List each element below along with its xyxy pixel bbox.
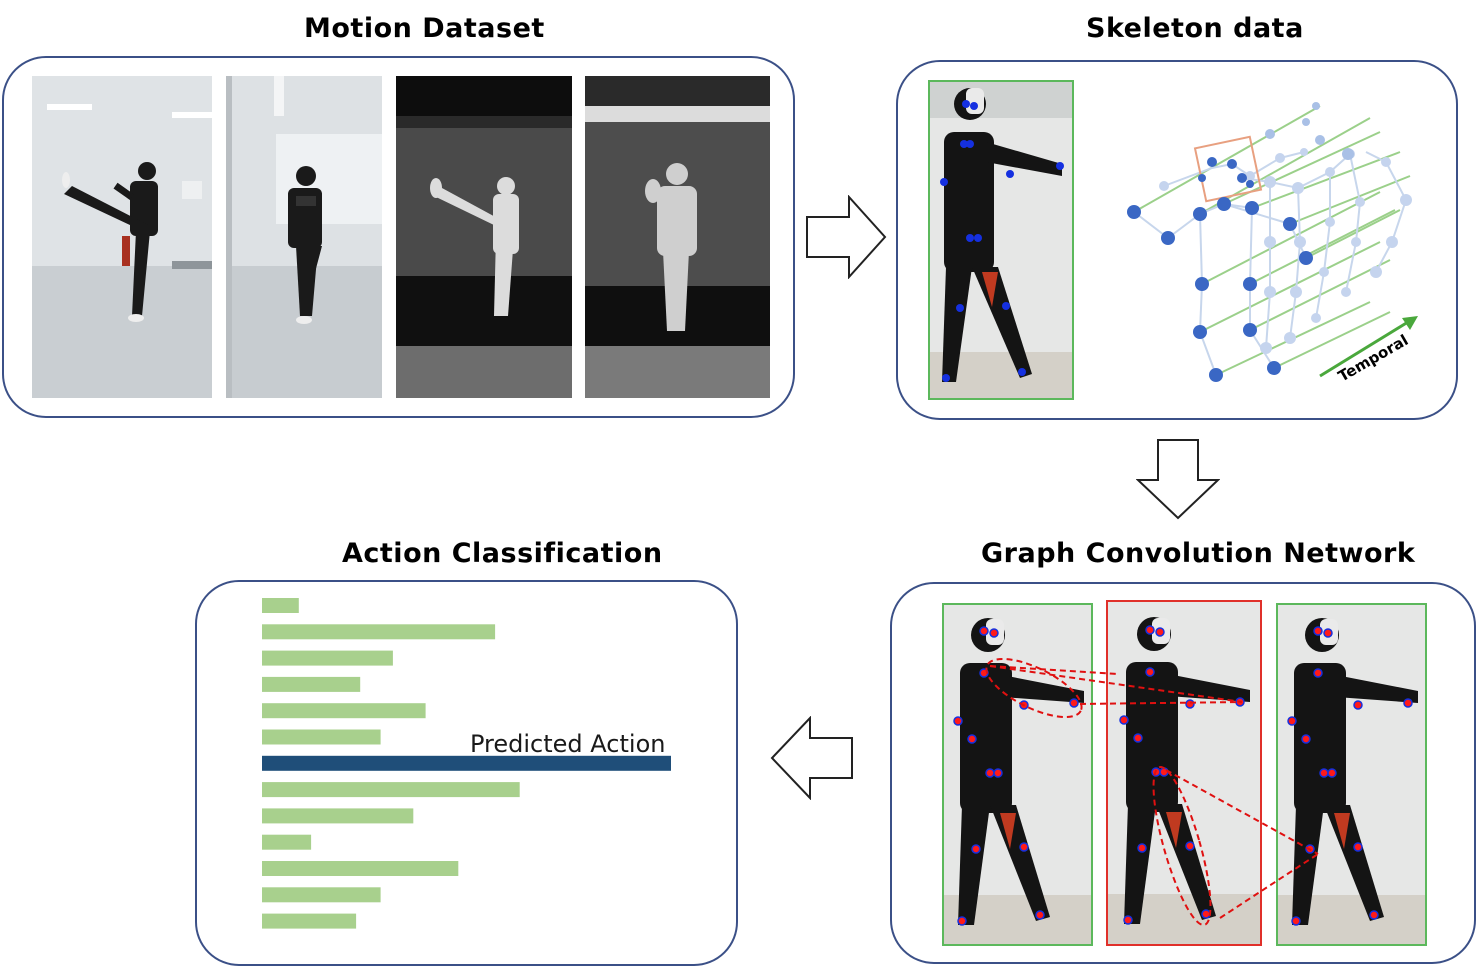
- rgb-frame-guard: [226, 76, 382, 398]
- arrow-down-icon: [1136, 439, 1220, 520]
- spatio-temporal-graph: Temporal: [1127, 102, 1418, 385]
- classification-bars: [262, 598, 671, 929]
- class-bar: [262, 624, 496, 640]
- class-bar: [262, 676, 361, 692]
- class-bar: [262, 703, 426, 719]
- rgb-frame-kick: [32, 76, 212, 398]
- motion-dataset-title: Motion Dataset: [304, 13, 545, 44]
- class-bar: [262, 782, 520, 798]
- action-classification-title: Action Classification: [342, 538, 663, 569]
- arrow-left-icon: [770, 716, 853, 800]
- gcn-frame-2: [1106, 600, 1262, 946]
- class-bar: [262, 887, 381, 903]
- predicted-action-bar: [262, 755, 671, 771]
- class-bar: [262, 808, 414, 824]
- skeleton-data-title: Skeleton data: [1086, 13, 1304, 44]
- class-bar: [262, 729, 381, 745]
- class-bar: [262, 598, 299, 613]
- predicted-action-label: Predicted Action: [470, 730, 666, 758]
- arrow-right-icon: [806, 195, 887, 279]
- skeleton-person-frame: [928, 80, 1074, 400]
- depth-frame-kick: [396, 76, 572, 398]
- class-bar: [262, 834, 312, 850]
- depth-frame-guard: [585, 76, 770, 398]
- class-bar: [262, 861, 459, 876]
- gcn-frame-1: [942, 603, 1093, 946]
- class-bar: [262, 650, 393, 666]
- gcn-frame-3: [1276, 603, 1427, 946]
- gcn-title: Graph Convolution Network: [981, 538, 1416, 569]
- class-bar: [262, 913, 357, 929]
